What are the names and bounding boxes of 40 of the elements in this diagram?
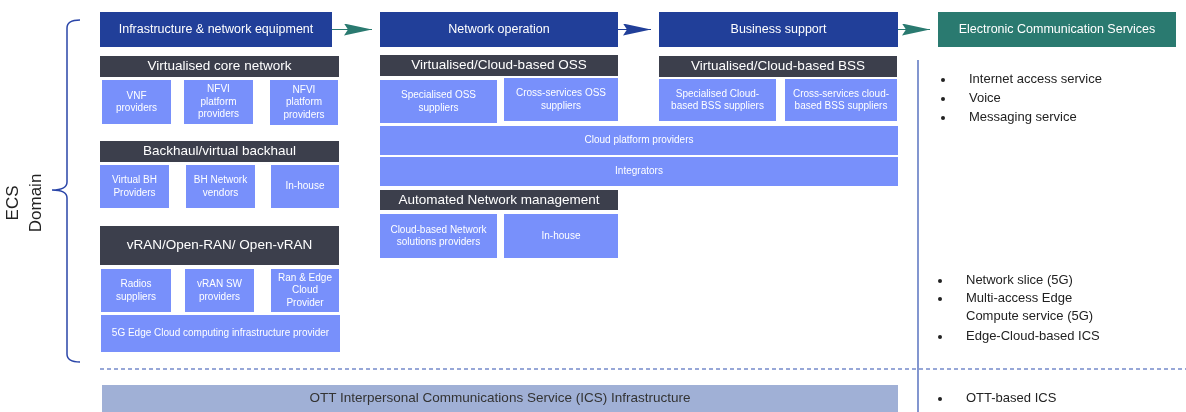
supplier-box: Ran & Edge Cloud Provider xyxy=(271,269,339,312)
section-heading-bar: Virtualised/Cloud-based BSS xyxy=(659,56,897,77)
list-item: Multi-access Edge Compute service (5G) xyxy=(966,289,1095,325)
supplier-box: 5G Edge Cloud computing infrastructure provider xyxy=(101,315,340,352)
section-heading-bar: Virtualised core network xyxy=(100,56,339,77)
header-box: Infrastructure & network equipment xyxy=(100,12,332,47)
list-item: Network slice (5G) xyxy=(966,271,1073,289)
supplier-box: VNF providers xyxy=(102,80,171,124)
supplier-box: vRAN SW providers xyxy=(185,269,254,312)
arrow xyxy=(897,23,931,36)
section-heading-bar: Backhaul/virtual backhaul xyxy=(100,141,339,162)
section-heading-bar: Automated Network management xyxy=(380,190,618,210)
list-item: Voice xyxy=(969,89,1001,107)
section-heading-bar: vRAN/Open-RAN/ Open-vRAN xyxy=(100,226,339,265)
supplier-box: Virtual BH Providers xyxy=(100,165,169,208)
axis-label: ECS Domain xyxy=(2,172,46,235)
arrow xyxy=(617,23,652,36)
supplier-box: Cloud-based Network solutions providers xyxy=(380,214,497,258)
supplier-box: In-house xyxy=(504,214,618,258)
supplier-box: Cross-services OSS suppliers xyxy=(504,78,618,121)
header-box: Network operation xyxy=(380,12,618,47)
header-box: Electronic Communication Services xyxy=(938,12,1176,47)
supplier-bar: Cloud platform providers xyxy=(380,126,898,155)
supplier-box: Specialised OSS suppliers xyxy=(380,80,497,123)
arrow xyxy=(331,23,373,36)
supplier-box: Radios suppliers xyxy=(101,269,171,312)
infrastructure-bar: OTT Interpersonal Communications Service (ICS) Infrastructure xyxy=(102,385,898,412)
supplier-box: Cross-services cloud-based BSS suppliers xyxy=(785,79,897,121)
header-box: Business support xyxy=(659,12,898,47)
supplier-bar: Integrators xyxy=(380,157,898,186)
supplier-box: Specialised Cloud-based BSS suppliers xyxy=(659,79,776,121)
list-item: OTT-based ICS xyxy=(966,389,1057,407)
section-heading-bar: Virtualised/Cloud-based OSS xyxy=(380,55,618,76)
list-item: Messaging service xyxy=(969,108,1077,126)
list-item: Edge-Cloud-based ICS xyxy=(966,327,1100,345)
supplier-box: NFVI platform providers xyxy=(184,80,253,124)
supplier-box: NFVI platform providers xyxy=(270,80,338,125)
list-item: Internet access service xyxy=(969,70,1102,88)
supplier-box: BH Network vendors xyxy=(186,165,255,208)
supplier-box: In-house xyxy=(271,165,339,208)
